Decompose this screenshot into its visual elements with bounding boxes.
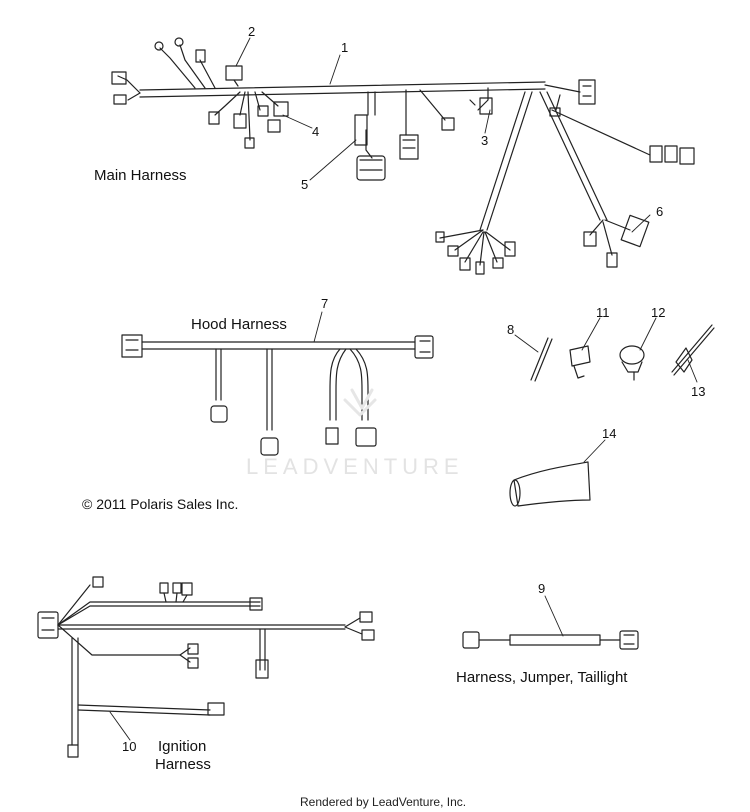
ignition-harness-drawing	[37, 576, 375, 758]
leader-10	[109, 711, 131, 741]
callout-9: 9	[538, 581, 546, 596]
hood-harness-drawing	[121, 334, 434, 456]
callout-11: 11	[596, 305, 610, 320]
callout-4: 4	[312, 124, 320, 139]
callout-8: 8	[507, 322, 515, 337]
callout-1: 1	[341, 40, 349, 55]
leader-9	[544, 595, 564, 637]
jumper-harness-drawing	[462, 630, 639, 650]
small-parts-leaders	[514, 317, 698, 463]
copyright-text: © 2011 Polaris Sales Inc.	[82, 496, 239, 512]
callout-3: 3	[481, 133, 489, 148]
callout-5: 5	[301, 177, 309, 192]
callout-12: 12	[651, 305, 666, 320]
main-harness-leaders	[235, 37, 651, 233]
callout-14: 14	[602, 426, 617, 441]
ignition-harness-label-line2: Harness	[155, 756, 211, 773]
watermark-logo	[343, 388, 377, 417]
callout-13: 13	[691, 384, 706, 399]
ignition-harness-label-line1: Ignition	[158, 738, 207, 755]
callout-2: 2	[248, 24, 256, 39]
rendered-by-footer: Rendered by LeadVenture, Inc.	[300, 795, 467, 809]
jumper-taillight-label: Harness, Jumper, Taillight	[456, 669, 628, 686]
callout-10: 10	[122, 739, 137, 754]
main-harness-label: Main Harness	[94, 167, 187, 184]
hood-harness-label: Hood Harness	[191, 316, 287, 333]
small-parts-drawing	[509, 324, 715, 507]
callout-7: 7	[321, 296, 329, 311]
main-harness-drawing	[111, 37, 695, 275]
leader-7	[313, 311, 323, 343]
callout-6: 6	[656, 204, 664, 219]
watermark-text: LEADVENTURE	[246, 454, 464, 479]
